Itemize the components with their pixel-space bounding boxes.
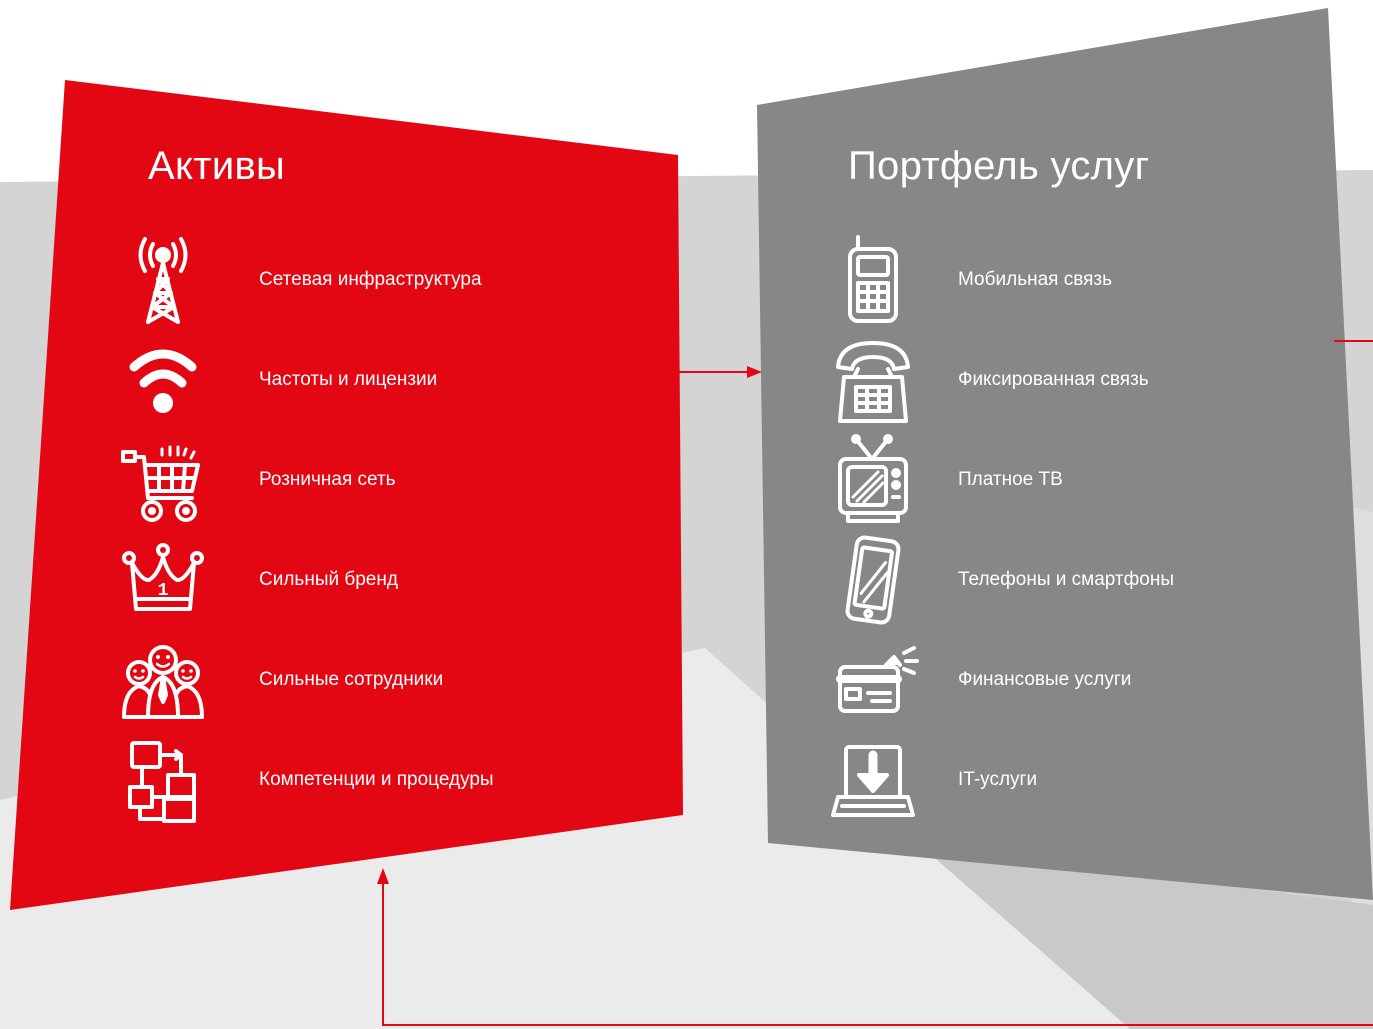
service-item-label: Телефоны и смартфоны bbox=[958, 569, 1174, 590]
asset-item-retail-network: Розничная сеть bbox=[118, 430, 494, 530]
service-item-fixed: Фиксированная связь bbox=[828, 330, 1174, 430]
service-item-label: Фиксированная связь bbox=[958, 369, 1149, 390]
arrow-feedback-to-assets bbox=[377, 868, 1373, 1026]
credit-card-icon bbox=[828, 635, 919, 725]
cell-tower-icon bbox=[118, 235, 208, 325]
team-icon bbox=[118, 635, 208, 725]
tv-icon bbox=[828, 434, 918, 525]
service-item-label: Платное ТВ bbox=[958, 469, 1063, 490]
asset-item-label: Сильные сотрудники bbox=[259, 669, 444, 690]
asset-item-label: Частоты и лицензии bbox=[259, 369, 438, 390]
services-title: Портфель услуг bbox=[848, 144, 1150, 188]
services-panel bbox=[757, 8, 1373, 900]
service-item-pay-tv: Платное ТВ bbox=[828, 430, 1174, 530]
arrow-assets-to-services-head bbox=[747, 366, 762, 378]
smartphone-icon bbox=[828, 535, 918, 625]
service-item-label: Мобильная связь bbox=[958, 269, 1112, 290]
crown-icon: 1 bbox=[118, 535, 208, 625]
service-item-it: IT-услуги bbox=[828, 730, 1174, 830]
service-item-financial: Финансовые услуги bbox=[828, 630, 1174, 730]
asset-item-label: Сильный бренд bbox=[259, 569, 398, 590]
asset-item-label: Розничная сеть bbox=[259, 469, 396, 490]
landline-phone-icon bbox=[828, 335, 918, 425]
asset-item-label: Компетенции и процедуры bbox=[259, 769, 494, 790]
wifi-signal-icon bbox=[118, 335, 208, 425]
asset-item-network-infrastructure: Сетевая инфраструктура bbox=[118, 230, 494, 330]
crown-rank-number: 1 bbox=[158, 581, 169, 601]
service-item-mobile: Мобильная связь bbox=[828, 230, 1174, 330]
asset-item-strong-staff: Сильные сотрудники bbox=[118, 630, 494, 730]
arrow-feedback-head bbox=[377, 868, 389, 884]
service-item-label: IT-услуги bbox=[958, 769, 1038, 790]
asset-item-competencies-procedures: Компетенции и процедуры bbox=[118, 730, 494, 830]
assets-list: Сетевая инфраструктура Частоты и лицензи… bbox=[118, 230, 494, 830]
background-lower-dark bbox=[920, 845, 1373, 1029]
arrow-assets-to-services bbox=[678, 366, 762, 378]
asset-item-strong-brand: 1 Сильный бренд bbox=[118, 530, 494, 630]
arrow-feedback-line bbox=[382, 882, 1373, 1026]
service-item-devices: Телефоны и смартфоны bbox=[828, 530, 1174, 630]
laptop-download-icon bbox=[828, 735, 918, 825]
services-list: Мобильная связь Фиксированная связь bbox=[828, 230, 1174, 830]
asset-item-label: Сетевая инфраструктура bbox=[259, 269, 482, 290]
service-item-label: Финансовые услуги bbox=[958, 669, 1132, 690]
shopping-cart-icon bbox=[118, 435, 208, 525]
mobile-phone-icon bbox=[828, 235, 918, 325]
asset-item-frequencies-licenses: Частоты и лицензии bbox=[118, 330, 494, 430]
assets-title: Активы bbox=[148, 144, 286, 188]
process-blocks-icon bbox=[118, 735, 208, 825]
